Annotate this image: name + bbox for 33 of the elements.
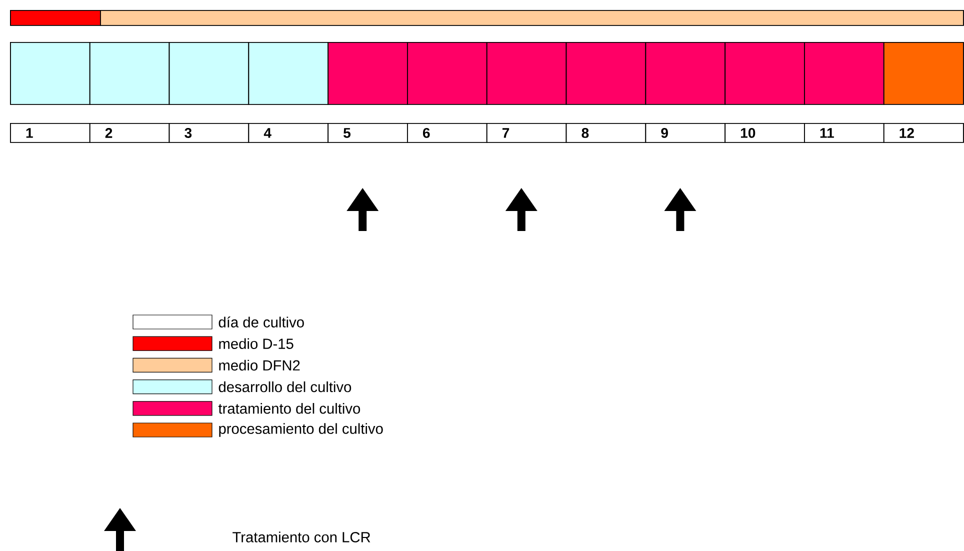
- day-cell: 6: [407, 123, 488, 143]
- legend-label: medio D-15: [219, 338, 294, 349]
- phase-cell: [883, 42, 964, 105]
- legend-label: medio DFN2: [219, 360, 300, 371]
- day-cell: 3: [168, 123, 250, 143]
- phase-cell: [566, 42, 646, 105]
- day-cell: 5: [328, 123, 408, 143]
- legend-label: día de cultivo: [218, 316, 304, 328]
- phase-cell: [248, 42, 329, 105]
- phase-cell: [407, 42, 488, 105]
- phase-cell: [328, 42, 408, 105]
- medium-bar: [10, 10, 101, 26]
- legend-label: tratamiento del cultivo: [218, 403, 360, 414]
- day-cell: 4: [248, 123, 329, 143]
- day-cell: 12: [883, 123, 964, 143]
- day-cell: 2: [89, 123, 170, 143]
- phase-cell: [486, 42, 567, 105]
- day-cell: 11: [804, 123, 884, 143]
- phase-cell: [724, 42, 805, 105]
- phase-cell: [645, 42, 726, 105]
- day-cell: 9: [645, 123, 726, 143]
- medium-bar: [100, 10, 964, 26]
- day-cell: 8: [566, 123, 646, 143]
- legend-label: Tratamiento con LCR: [232, 532, 370, 542]
- phase-cell: [10, 42, 90, 105]
- day-cell: 7: [486, 123, 567, 143]
- phase-cell: [804, 42, 884, 105]
- phase-cell: [89, 42, 170, 105]
- day-cell: 10: [724, 123, 805, 143]
- legend-label: desarrollo del cultivo: [218, 381, 352, 392]
- day-cell: 1: [10, 123, 90, 143]
- phase-cell: [168, 42, 250, 105]
- legend-label: procesamiento del cultivo: [219, 423, 383, 437]
